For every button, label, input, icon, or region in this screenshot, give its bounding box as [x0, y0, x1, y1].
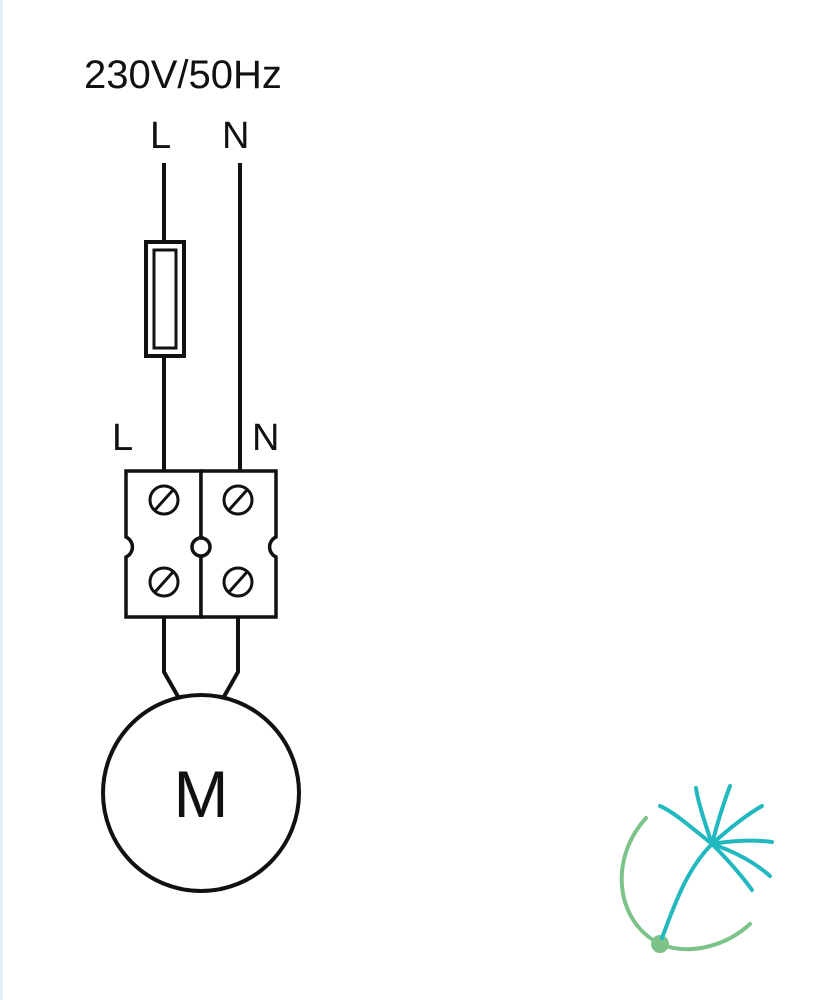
terminal-block: [124, 469, 278, 619]
terminal-screw-bottom-left: [148, 566, 180, 598]
supply-voltage-label: 230V/50Hz: [84, 53, 282, 97]
motor-leads: [162, 617, 240, 701]
fuse-symbol: [144, 240, 186, 358]
terminal-neutral-label: N: [252, 417, 279, 459]
supply-line-label: L: [150, 115, 171, 157]
terminal-screw-top-left: [148, 484, 180, 516]
motor-symbol: [101, 693, 301, 893]
left-border: [0, 0, 3, 1000]
terminal-line-label: L: [112, 417, 133, 459]
terminal-screw-top-right: [222, 484, 254, 516]
dandelion-seed-logo-icon: [619, 784, 774, 953]
supply-neutral-label: N: [222, 115, 249, 157]
motor-label: M: [174, 757, 229, 831]
terminal-screw-bottom-right: [222, 566, 254, 598]
